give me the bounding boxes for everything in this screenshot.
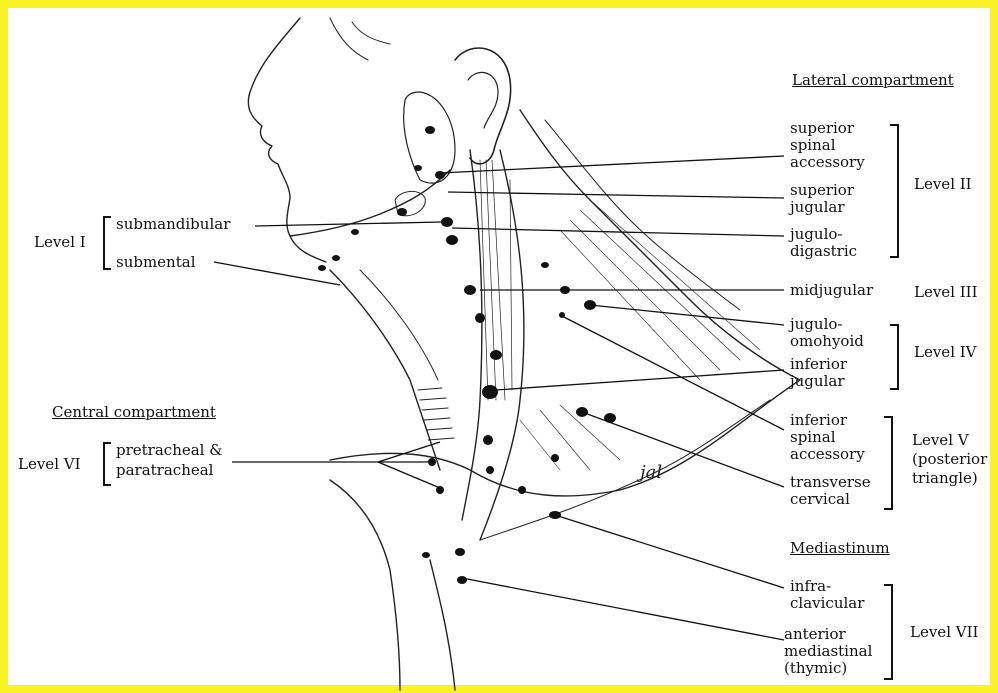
- level-6-label: Level VI: [18, 456, 81, 473]
- pretracheal-label: pretracheal &: [116, 442, 223, 459]
- inferior-spinal-accessory-line-3: accessory: [790, 446, 865, 463]
- anterior-mediastinal-line-2: mediastinal: [784, 643, 872, 660]
- level-3-label: Level III: [914, 284, 978, 301]
- level-1-bracket: [103, 216, 111, 270]
- superior-jugular-line-2: jugular: [790, 199, 845, 216]
- jugulo-omohyoid-line-1: jugulo-: [790, 316, 842, 333]
- level-5-bracket: [884, 416, 893, 510]
- level-4-bracket: [890, 324, 899, 390]
- heading-mediastinum: Mediastinum: [790, 540, 890, 557]
- transverse-cervical-line-2: cervical: [790, 491, 850, 508]
- leader-lines: [214, 156, 784, 640]
- level-4-label: Level IV: [914, 344, 977, 361]
- level-1-label: Level I: [34, 234, 86, 251]
- inferior-spinal-accessory-line-1: inferior: [790, 412, 847, 429]
- submental-label: submental: [116, 254, 196, 271]
- superior-spinal-accessory-line-1: superior: [790, 120, 854, 137]
- jugulodigastric-line-1: jugulo-: [790, 226, 842, 243]
- inferior-spinal-accessory-line-2: spinal: [790, 429, 836, 446]
- level-7-bracket: [884, 584, 893, 680]
- jugulo-omohyoid-line-2: omohyoid: [790, 333, 864, 350]
- level-7-label: Level VII: [910, 624, 978, 641]
- level-5-label-line-2: (posterior: [912, 451, 987, 468]
- anterior-mediastinal-line-3: (thymic): [784, 660, 847, 677]
- transverse-cervical-line-1: transverse: [790, 474, 871, 491]
- jugulodigastric-line-2: digastric: [790, 243, 857, 260]
- inferior-jugular-line-2: jugular: [790, 373, 845, 390]
- level-5-label-line-3: triangle): [912, 470, 978, 487]
- anatomy-drawing: [248, 18, 800, 690]
- level-2-label: Level II: [914, 176, 972, 193]
- superior-spinal-accessory-line-3: accessory: [790, 154, 865, 171]
- heading-central-compartment: Central compartment: [52, 404, 216, 421]
- infraclavicular-line-2: clavicular: [790, 595, 864, 612]
- submandibular-label: submandibular: [116, 216, 230, 233]
- paratracheal-label: paratracheal: [116, 462, 213, 479]
- midjugular-label: midjugular: [790, 282, 873, 299]
- infraclavicular-line-1: infra-: [790, 578, 831, 595]
- superior-spinal-accessory-line-2: spinal: [790, 137, 836, 154]
- heading-lateral-compartment: Lateral compartment: [792, 72, 954, 89]
- level-2-bracket: [890, 124, 899, 258]
- anterior-mediastinal-line-1: anterior: [784, 626, 846, 643]
- level-5-label-line-1: Level V: [912, 432, 969, 449]
- superior-jugular-line-1: superior: [790, 182, 854, 199]
- level-6-bracket: [103, 442, 111, 486]
- inferior-jugular-line-1: inferior: [790, 356, 847, 373]
- signature: jal: [636, 462, 662, 483]
